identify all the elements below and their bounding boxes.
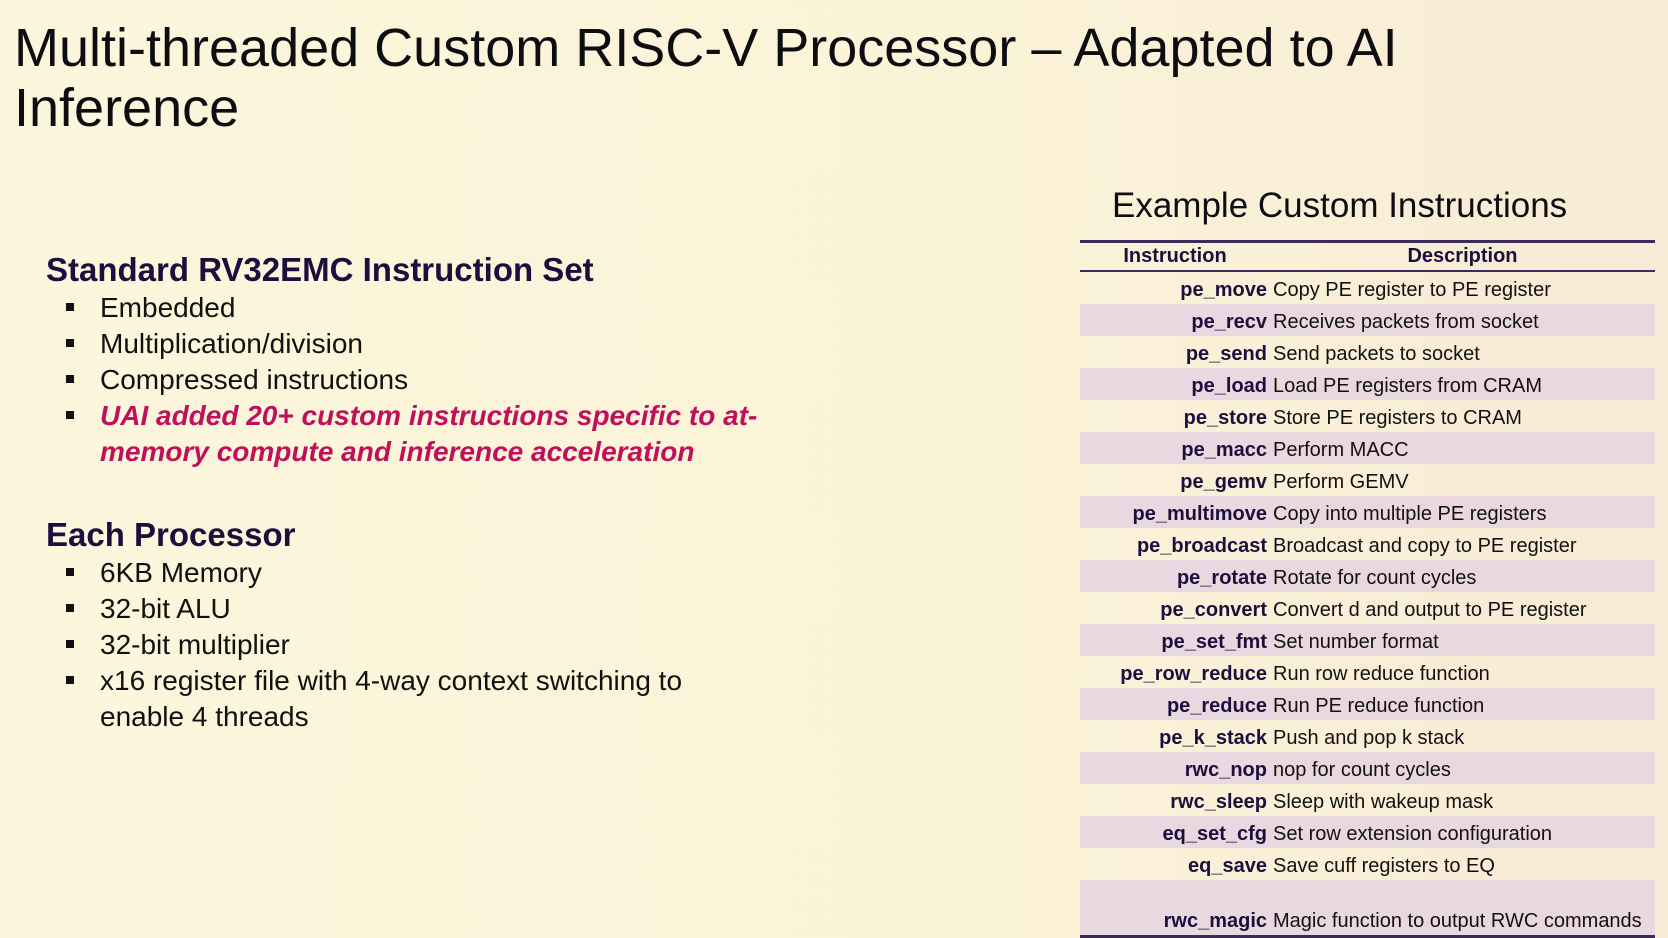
table-row: pe_move Copy PE register to PE register — [1080, 271, 1655, 304]
processor-heading: Each Processor — [46, 516, 296, 553]
processor-list: 6KB Memory 32-bit ALU 32-bit multiplier … — [46, 555, 846, 735]
standard-section: Standard RV32EMC Instruction Set Embedde… — [46, 250, 846, 470]
table-row: pe_send Send packets to socket — [1080, 336, 1655, 368]
instruction-name: pe_rotate — [1080, 560, 1270, 592]
instruction-description: Save cuff registers to EQ — [1273, 855, 1495, 877]
instruction-description: Perform MACC — [1270, 432, 1655, 464]
instruction-description: Set number format — [1270, 624, 1655, 656]
instruction-description: Rotate for count cycles — [1270, 560, 1655, 592]
table-row: pe_row_reduce Run row reduce function — [1080, 656, 1655, 688]
list-item: 6KB Memory — [46, 555, 846, 591]
list-item: 32-bit ALU — [46, 591, 846, 627]
instruction-description: Set row extension configuration — [1270, 816, 1655, 848]
slide-title: Multi-threaded Custom RISC-V Processor –… — [14, 18, 1398, 138]
instruction-description: Send packets to socket — [1273, 343, 1480, 365]
instructions-table: Instruction Description pe_move Copy PE r… — [1080, 240, 1655, 938]
list-item: x16 register file with 4-way context swi… — [46, 663, 760, 735]
processor-section: Each Processor 6KB Memory 32-bit ALU 32-… — [46, 515, 846, 735]
instruction-name: pe_multimove — [1080, 496, 1270, 528]
list-item: Embedded — [46, 290, 846, 326]
instruction-name: rwc_magic — [1080, 880, 1270, 937]
instruction-name: pe_store — [1183, 407, 1267, 429]
table-row: pe_broadcast Broadcast and copy to PE reg… — [1080, 528, 1655, 560]
instruction-name: pe_set_fmt — [1080, 624, 1270, 656]
instruction-name: pe_gemv — [1180, 471, 1267, 493]
list-item: 32-bit multiplier — [46, 627, 846, 663]
instruction-description: nop for count cycles — [1270, 752, 1655, 784]
instruction-name: pe_broadcast — [1136, 535, 1267, 557]
table-row: pe_k_stack Push and pop k stack — [1080, 720, 1655, 752]
table-row: rwc_sleep Sleep with wakeup mask — [1080, 784, 1655, 816]
instruction-name: pe_load — [1080, 368, 1270, 400]
table-title: Example Custom Instructions — [1112, 186, 1568, 225]
instruction-name: pe_reduce — [1080, 688, 1270, 720]
header-description: Description — [1270, 241, 1655, 272]
standard-heading: Standard RV32EMC Instruction Set — [46, 251, 594, 288]
list-item: Compressed instructions — [46, 362, 846, 398]
instruction-name: rwc_sleep — [1170, 791, 1267, 813]
instruction-description: Run PE reduce function — [1270, 688, 1655, 720]
instruction-name: pe_macc — [1080, 432, 1270, 464]
standard-list: Embedded Multiplication/division Compres… — [46, 290, 846, 470]
instruction-description: Broadcast and copy to PE register — [1273, 535, 1577, 557]
instruction-description: Perform GEMV — [1273, 471, 1409, 493]
instruction-name: pe_send — [1185, 343, 1267, 365]
instruction-name: rwc_nop — [1080, 752, 1270, 784]
instruction-description: Load PE registers from CRAM — [1270, 368, 1655, 400]
instruction-name: eq_save — [1188, 855, 1267, 877]
instruction-description: Convert d and output to PE register — [1273, 599, 1587, 621]
custom-instructions-highlight: UAI added 20+ custom instructions specif… — [46, 398, 780, 470]
instruction-name: eq_set_cfg — [1080, 816, 1270, 848]
header-instruction: Instruction — [1080, 241, 1270, 272]
table-row: pe_gemv Perform GEMV — [1080, 464, 1655, 496]
table-header-row: Instruction Description — [1080, 241, 1655, 272]
table-row: pe_convert Convert d and output to PE reg… — [1080, 592, 1655, 624]
instruction-description: Store PE registers to CRAM — [1273, 407, 1522, 429]
instruction-description: Copy into multiple PE registers — [1270, 496, 1655, 528]
instruction-name: pe_row_reduce — [1120, 663, 1267, 685]
list-item: Multiplication/division — [46, 326, 846, 362]
instruction-description: Sleep with wakeup mask — [1273, 791, 1494, 813]
instruction-description: Push and pop k stack — [1273, 727, 1465, 749]
instruction-name: pe_recv — [1080, 304, 1270, 336]
table-row: eq_save Save cuff registers to EQ — [1080, 848, 1655, 880]
instruction-name: pe_convert — [1160, 599, 1267, 621]
instruction-description: Magic function to output RWC commands — [1270, 880, 1655, 937]
instruction-description: Copy PE register to PE register — [1273, 279, 1551, 301]
instruction-description: Receives packets from socket — [1270, 304, 1655, 336]
instruction-description: Run row reduce function — [1273, 663, 1490, 685]
table-row: pe_store Store PE registers to CRAM — [1080, 400, 1655, 432]
instruction-name: pe_k_stack — [1159, 727, 1267, 749]
instruction-name: pe_move — [1180, 279, 1267, 301]
